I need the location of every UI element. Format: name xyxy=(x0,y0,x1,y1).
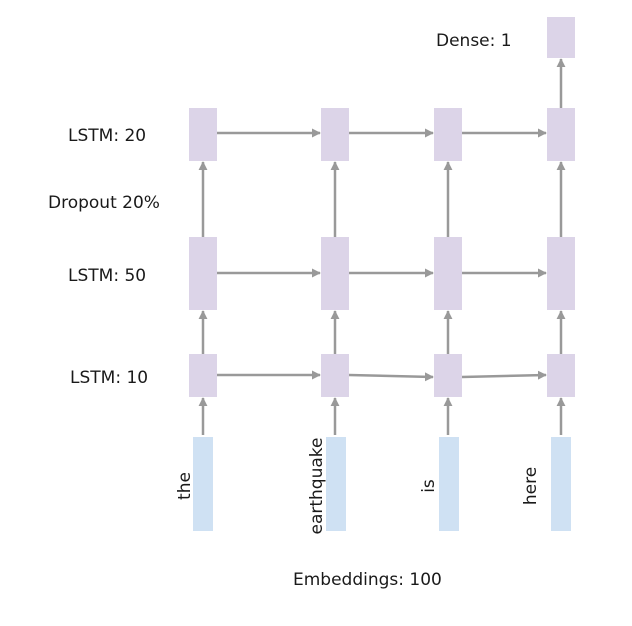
lstm10-cell-2 xyxy=(321,354,349,397)
lstm10-cell-1 xyxy=(189,354,217,397)
dense-cell xyxy=(547,17,575,58)
lstm10-cell-4 xyxy=(547,354,575,397)
lstm50-cell-1 xyxy=(189,237,217,310)
lstm20-cell-1 xyxy=(189,108,217,161)
input-word-1: the xyxy=(175,472,195,500)
embedding-cell-1 xyxy=(193,437,213,531)
embedding-cell-4 xyxy=(551,437,571,531)
dense-layer-label: Dense: 1 xyxy=(436,31,512,51)
embeddings-label: Embeddings: 100 xyxy=(293,570,442,590)
blocks-group xyxy=(189,17,575,531)
arrow-lstm10-recurrent-3 xyxy=(461,370,547,380)
arrow-lstm10-recurrent-2 xyxy=(348,372,434,382)
embedding-cell-2 xyxy=(326,437,346,531)
lstm20-cell-2 xyxy=(321,108,349,161)
lstm20-layer-label: LSTM: 20 xyxy=(68,126,146,146)
lstm10-layer-label: LSTM: 10 xyxy=(70,368,148,388)
lstm50-cell-2 xyxy=(321,237,349,310)
lstm50-layer-label: LSTM: 50 xyxy=(68,266,146,286)
words-group: the earthquake is here xyxy=(175,438,541,535)
lstm20-cell-4 xyxy=(547,108,575,161)
arrows-group xyxy=(198,58,566,435)
lstm10-cell-3 xyxy=(434,354,462,397)
input-word-3: is xyxy=(419,479,439,493)
lstm50-cell-3 xyxy=(434,237,462,310)
embedding-cell-3 xyxy=(439,437,459,531)
input-word-4: here xyxy=(521,467,541,505)
lstm50-cell-4 xyxy=(547,237,575,310)
input-word-2: earthquake xyxy=(307,438,327,535)
lstm20-cell-3 xyxy=(434,108,462,161)
dropout-label: Dropout 20% xyxy=(48,193,160,213)
